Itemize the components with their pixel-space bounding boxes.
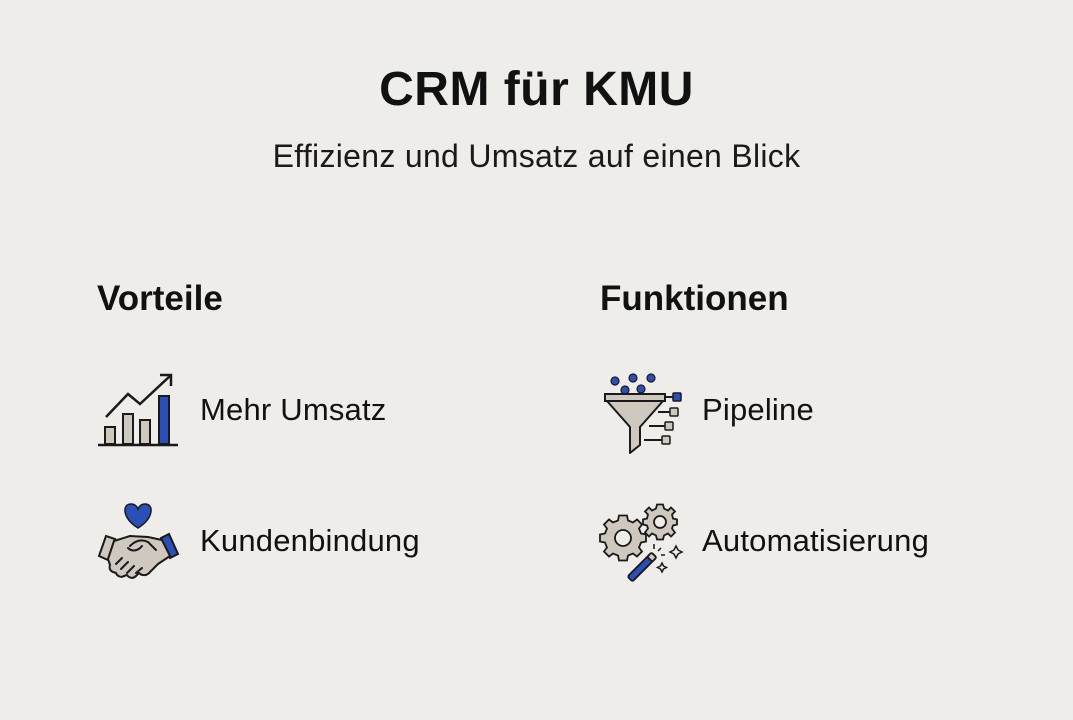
- feature-item-mehr-umsatz: Mehr Umsatz: [92, 365, 387, 455]
- feature-label: Pipeline: [702, 392, 814, 427]
- bar-chart-growth-icon: [92, 365, 182, 455]
- funnel-pipeline-icon: [594, 365, 684, 455]
- feature-label: Mehr Umsatz: [200, 392, 387, 427]
- feature-item-pipeline: Pipeline: [594, 365, 814, 455]
- handshake-heart-icon: [92, 496, 182, 586]
- feature-item-automatisierung: Automatisierung: [594, 496, 929, 586]
- gears-magic-wand-icon: [594, 496, 684, 586]
- page-title: CRM für KMU: [379, 63, 694, 116]
- feature-item-kundenbindung: Kundenbindung: [92, 496, 420, 586]
- feature-label: Automatisierung: [702, 523, 930, 558]
- section-heading-vorteile: Vorteile: [97, 279, 223, 318]
- section-heading-funktionen: Funktionen: [600, 279, 789, 318]
- feature-label: Kundenbindung: [200, 523, 420, 558]
- page-subtitle: Effizienz und Umsatz auf einen Blick: [272, 138, 801, 174]
